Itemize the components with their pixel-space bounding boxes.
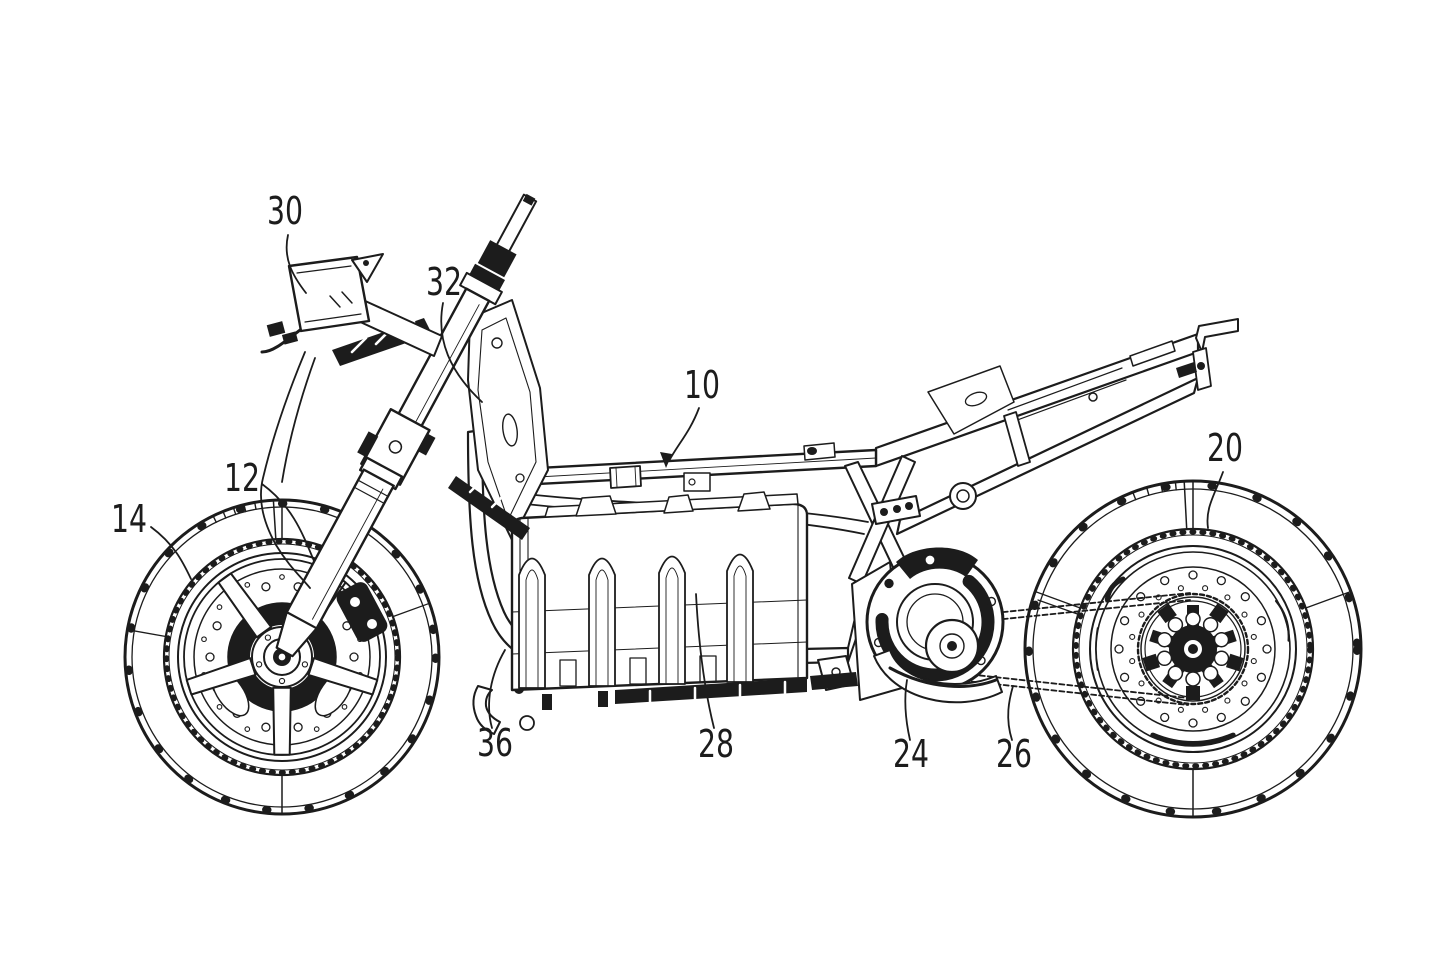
ref-label-10: 10 [684, 363, 720, 407]
ref-label-24: 24 [893, 732, 929, 776]
ref-label-20: 20 [1207, 426, 1243, 470]
rear-hub [1136, 592, 1250, 706]
meter-bracket [260, 253, 443, 589]
ref-label-28: 28 [698, 722, 734, 766]
ref-label-36: 36 [477, 721, 513, 765]
drive-motor [851, 547, 1005, 704]
leader-lines [150, 234, 1224, 741]
rear-disc-holes [1114, 570, 1272, 728]
rear-wheel [1023, 479, 1363, 819]
rear-disc-dots [1129, 585, 1257, 713]
leader-arrowhead [660, 452, 672, 468]
main-frame [466, 299, 977, 735]
ref-label-26: 26 [996, 732, 1032, 776]
brake-hose [260, 351, 311, 589]
ref-label-32: 32 [426, 260, 462, 304]
front-fork [275, 193, 538, 658]
battery-ribs [518, 553, 754, 689]
front-brake-caliper [336, 582, 388, 642]
battery-case [448, 476, 858, 710]
ref-label-12: 12 [224, 456, 260, 500]
reference-numerals: 30 32 10 20 12 14 36 28 24 26 [111, 189, 1243, 776]
rear-subframe [874, 318, 1239, 536]
ref-label-14: 14 [111, 497, 147, 541]
ref-label-30: 30 [267, 189, 303, 233]
